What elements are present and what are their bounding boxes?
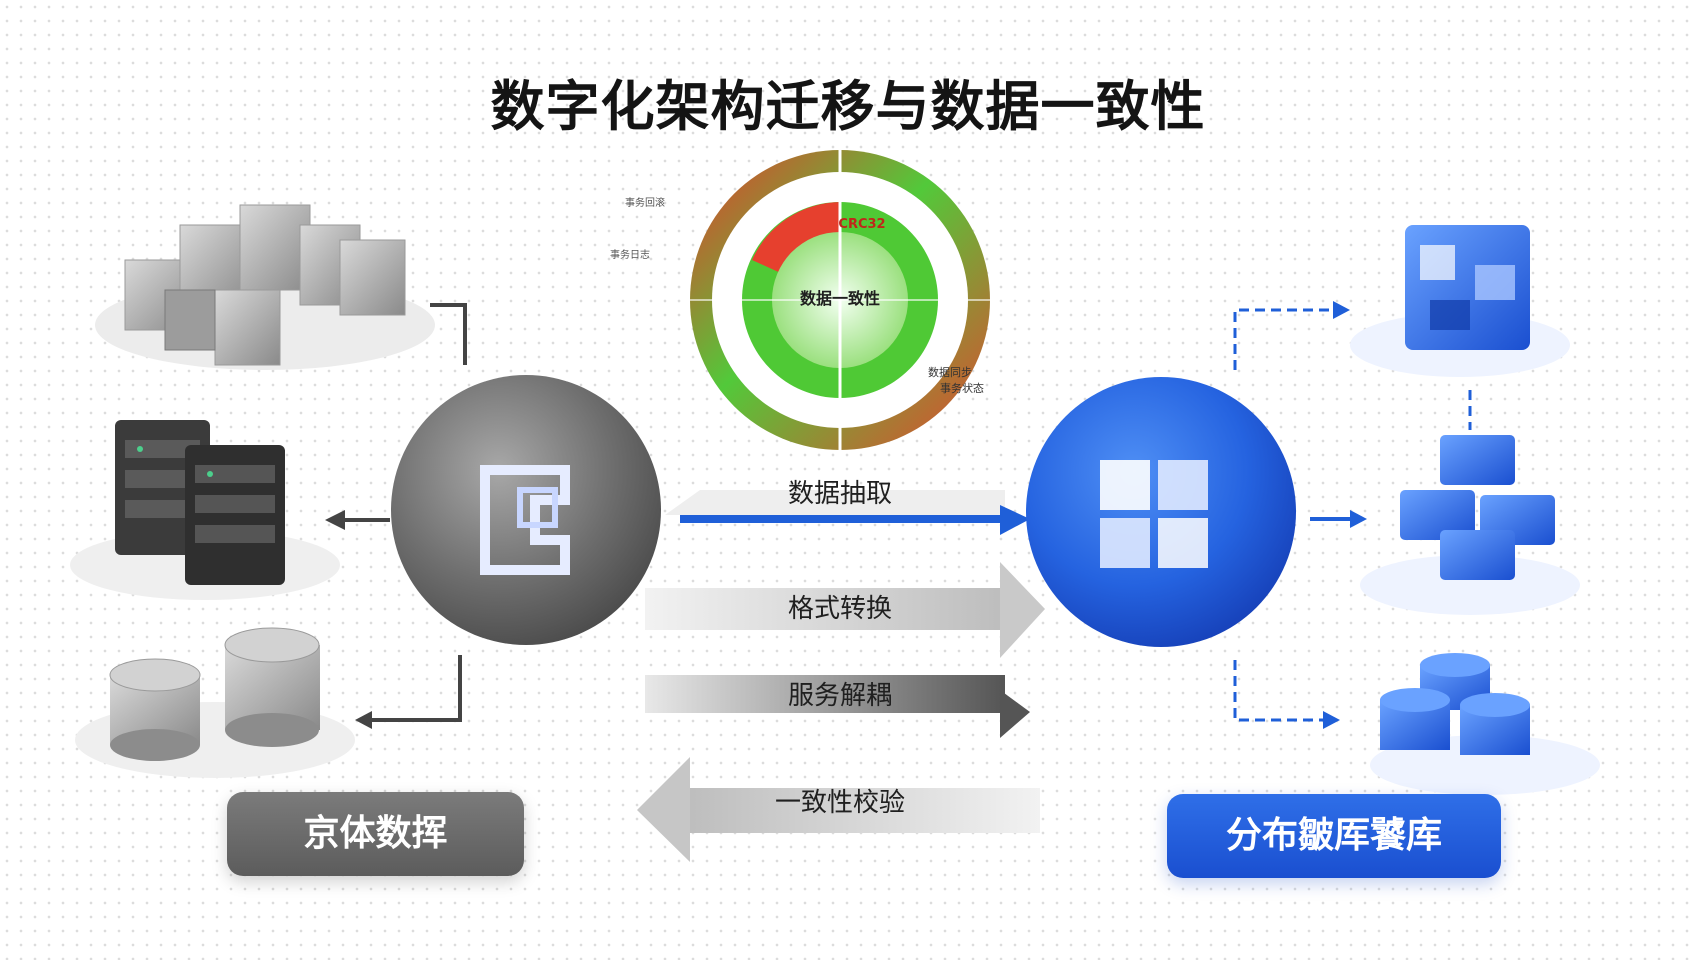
right-arrowheads [1310, 301, 1367, 729]
flow-arrow-transform [645, 562, 1045, 658]
ring-center-label: 数据一致性 [800, 289, 880, 308]
flow-label-transform: 格式转换 [787, 594, 892, 624]
chip-hub-icon [391, 375, 661, 645]
left-connectors [325, 303, 467, 729]
cloud-cube-icon [1350, 225, 1570, 377]
ring-side-label: 事务日志 [610, 248, 650, 261]
flow-arrow-extract [665, 490, 1030, 535]
consistency-ring [690, 150, 990, 450]
right-connectors [1233, 308, 1472, 722]
database-stack-icon [75, 627, 355, 778]
ring-side-label: 事务回滚 [625, 196, 665, 209]
distributed-database-icon [1370, 653, 1600, 795]
distributed-server-icon [1360, 435, 1580, 615]
rack-server-icon [70, 420, 340, 600]
flow-label-verify: 一致性校验 [774, 788, 905, 818]
server-cluster-icon [95, 204, 435, 370]
cube-hub-icon [1026, 377, 1296, 647]
legacy-system-label: 京体数挥 [227, 792, 524, 876]
flow-label-extract: 数据抽取 [787, 479, 892, 509]
flow-arrow-verify [637, 757, 1040, 862]
ring-crc-label: CRC32 [838, 217, 885, 232]
ring-side-label: 数据同步 [928, 365, 972, 379]
flow-label-decouple: 服务解耦 [787, 681, 892, 711]
page-title: 数字化架构迁移与数据一致性 [490, 75, 1206, 138]
ring-side-label: 事务状态 [940, 381, 984, 395]
flow-arrow-decouple [645, 675, 1030, 738]
distributed-system-label: 分布皺厍饕库 [1167, 794, 1501, 878]
